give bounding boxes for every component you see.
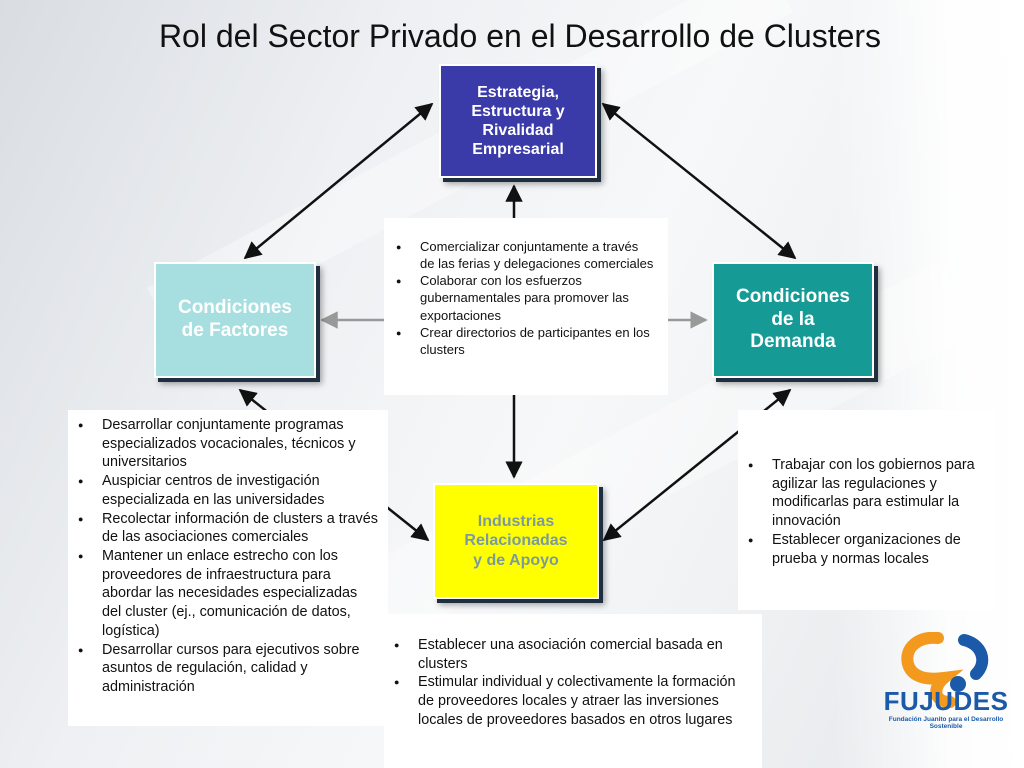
bullet-item: Establecer organizaciones de prueba y no… [748, 531, 986, 568]
node-label-line: de Factores [181, 320, 289, 341]
node-label-line: Estrategia, [477, 83, 559, 101]
bullet-list: Comercializar conjuntamente a través de … [390, 238, 656, 358]
arrow-top-left [243, 102, 434, 260]
bullet-item: Colaborar con los esfuerzos gubernamenta… [396, 272, 656, 323]
bullet-list: Desarrollar conjuntamente programas espe… [72, 416, 378, 697]
bullet-item: Recolectar información de clusters a tra… [78, 510, 378, 547]
bullet-item: Establecer una asociación comercial basa… [394, 636, 752, 673]
bullet-item: Estimular individual y colectivamente la… [394, 673, 752, 729]
arrow-top-right [601, 102, 797, 260]
node-label-line: Rivalidad [482, 122, 554, 139]
bullet-item: Mantener un enlace estrecho con los prov… [78, 547, 378, 641]
bullet-list: Establecer una asociación comercial basa… [388, 636, 752, 730]
bullet-item: Desarrollar cursos para ejecutivos sobre… [78, 641, 378, 697]
bullet-item: Auspiciar centros de investigación espec… [78, 472, 378, 509]
node-label-line: Industrias [477, 513, 555, 531]
node-condiciones-demanda: Condiciones de la Demanda [712, 262, 874, 378]
bullet-item: Crear directorios de participantes en lo… [396, 324, 656, 358]
bullet-item: Trabajar con los gobiernos para agilizar… [748, 456, 986, 531]
bullet-item: Desarrollar conjuntamente programas espe… [78, 416, 378, 472]
slide-title: Rol del Sector Privado en el Desarrollo … [158, 18, 882, 54]
node-label-line: Estructura y [471, 102, 565, 120]
bottom-bullet-box: Establecer una asociación comercial basa… [384, 614, 762, 768]
fujudes-logo-icon [901, 632, 989, 708]
bullet-item: Comercializar conjuntamente a través de … [396, 238, 656, 272]
right-bullet-box: Trabajar con los gobiernos para agilizar… [738, 410, 996, 610]
node-label-line: de la [771, 308, 815, 330]
center-bullet-box: Comercializar conjuntamente a través de … [384, 218, 668, 395]
node-label-line: Demanda [750, 331, 836, 353]
node-label-line: Condiciones [177, 297, 292, 319]
logo-name: FUJUDES [883, 686, 1009, 716]
node-industrias-relacionadas: Industrias Relacionadas y de Apoyo [433, 483, 599, 599]
left-bullet-box: Desarrollar conjuntamente programas espe… [68, 410, 388, 726]
logo-subtitle: Fundación Juanito para el Desarrollo Sos… [888, 716, 1004, 730]
bullet-list: Trabajar con los gobiernos para agilizar… [742, 456, 986, 568]
node-label-line: y de Apoyo [473, 551, 559, 569]
node-label-line: Condiciones [735, 285, 850, 307]
node-label-line: Relacionadas [464, 532, 568, 550]
node-label-line: Empresarial [472, 141, 564, 159]
node-estrategia-estructura-rivalidad: Estrategia, Estructura y Rivalidad Empre… [439, 64, 597, 178]
node-condiciones-factores: Condiciones de Factores [154, 262, 316, 378]
